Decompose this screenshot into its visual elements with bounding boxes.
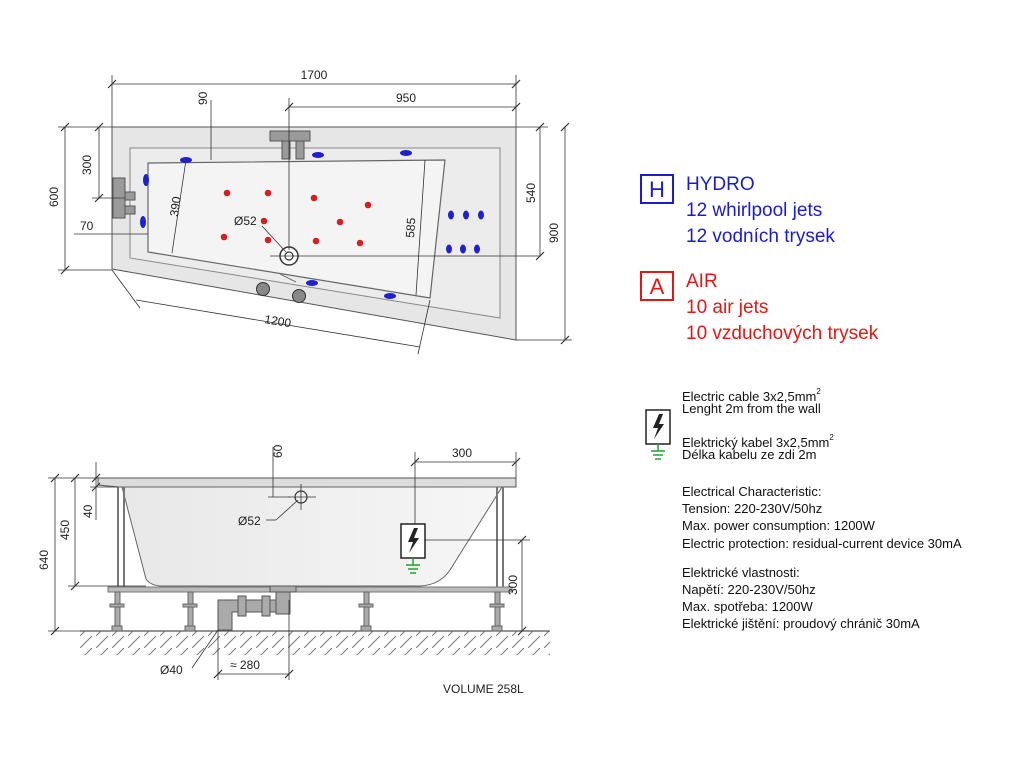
faucet-fitting	[269, 130, 311, 142]
ground-symbol-icon	[406, 558, 420, 574]
spec-char-en-protection: Electric protection: residual-current de…	[682, 536, 962, 551]
electric-box-side	[400, 523, 426, 559]
top-dim-lines	[58, 75, 572, 355]
air-title: AIR	[686, 271, 718, 292]
dim-drain-diameter-side: Ø52	[238, 514, 261, 528]
legs	[109, 591, 505, 632]
spec-char-cz-title: Elektrické vlastnosti:	[682, 565, 800, 580]
dim-1200: 1200	[264, 312, 293, 330]
hydro-badge: H	[640, 174, 674, 204]
hydro-jets-cz: 12 vodních trysek	[686, 226, 835, 247]
support-frame	[117, 487, 504, 590]
spec-length-cz: Délka kabelu ze zdi 2m	[682, 447, 817, 462]
side-fitting-arm	[124, 191, 136, 201]
spec-char-en-power: Max. power consumption: 1200W	[682, 518, 875, 533]
spec-cable-cz: Elektrický kabel 3x2,5mm2	[682, 433, 834, 450]
air-jets-cz: 10 vzduchových trysek	[686, 323, 879, 344]
dim-600: 600	[47, 187, 61, 207]
dim-300-vertical: 300	[506, 575, 520, 595]
drain-trap	[217, 585, 297, 631]
floor-hatch	[80, 631, 550, 655]
dim-40: 40	[81, 504, 95, 518]
dim-1700: 1700	[301, 68, 328, 82]
side-dim-ticks	[50, 457, 527, 679]
tub-basin	[147, 159, 446, 299]
electric-spec-icon	[645, 409, 671, 460]
faucet-stem	[281, 140, 291, 160]
dim-300-side: 300	[452, 446, 472, 460]
dim-450: 450	[58, 520, 72, 540]
top-view: 1700 950 90 600 300 70 390 585 Ø52 540 9…	[47, 68, 572, 355]
side-dim-lines	[48, 447, 530, 680]
lightning-bolt-icon	[653, 414, 664, 439]
spec-char-cz-power: Max. spotřeba: 1200W	[682, 599, 813, 614]
air-badge: A	[640, 271, 674, 301]
spec-char-cz-tension: Napětí: 220-230V/50hz	[682, 582, 816, 597]
dim-300-top: 300	[80, 155, 94, 175]
hydro-title: HYDRO	[686, 174, 755, 195]
side-view: 640 450 40 60 300 300 Ø52 Ø40 ≈ 280	[37, 444, 550, 680]
side-fitting-arm-2	[124, 205, 136, 215]
dim-390: 390	[167, 195, 184, 217]
top-dim-ticks	[60, 79, 570, 345]
dim-900: 900	[547, 223, 561, 243]
ground-symbol-icon	[651, 444, 665, 460]
air-jets	[220, 189, 372, 247]
spec-cable-en: Electric cable 3x2,5mm2	[682, 387, 821, 404]
dim-drain-diameter-top: Ø52	[234, 214, 257, 228]
air-jets-en: 10 air jets	[686, 297, 769, 318]
tub-rim-side	[97, 477, 517, 488]
volume-label: VOLUME 258L	[443, 682, 524, 696]
dim-pipe-diameter: Ø40	[160, 663, 183, 677]
dim-950: 950	[396, 91, 416, 105]
lightning-bolt-icon	[408, 528, 419, 553]
dim-585: 585	[403, 217, 418, 238]
dim-60: 60	[271, 444, 285, 458]
control-button	[256, 282, 270, 296]
whirlpool-jets	[140, 150, 484, 299]
spec-char-en-tension: Tension: 220-230V/50hz	[682, 501, 823, 516]
spec-char-cz-protection: Elektrické jištění: proudový chránič 30m…	[682, 616, 920, 631]
hydro-jets-en: 12 whirlpool jets	[686, 200, 823, 221]
overflow-mark	[279, 273, 297, 283]
control-button-2	[292, 289, 306, 303]
faucet-stem-2	[295, 140, 305, 160]
dim-640: 640	[37, 550, 51, 570]
tub-body-side	[121, 486, 503, 587]
dim-90: 90	[196, 91, 210, 105]
dim-approx-280: ≈ 280	[230, 658, 260, 672]
dim-70: 70	[80, 219, 94, 233]
spec-char-en-title: Electrical Characteristic:	[682, 484, 822, 499]
frame-bar	[107, 586, 513, 593]
spec-length-en: Lenght 2m from the wall	[682, 401, 821, 416]
dim-540: 540	[524, 183, 538, 203]
